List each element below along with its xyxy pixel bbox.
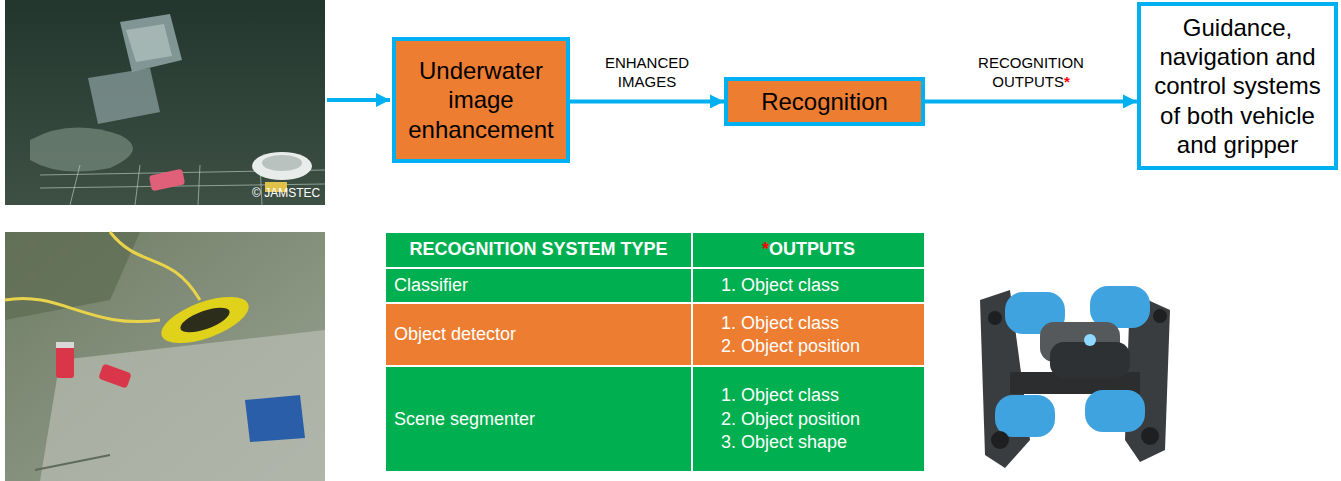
edge-label-box: ENHANCED IMAGES — [581, 54, 713, 92]
table-text: 1. Object class — [721, 312, 916, 335]
rov-illustration-part — [1085, 390, 1145, 432]
test-tank-photo-part — [5, 232, 325, 481]
seafloor-photo-part — [120, 14, 182, 72]
rov-illustration-part — [1040, 322, 1120, 362]
rov-illustration-part — [1141, 427, 1159, 445]
table-text: 3. Object shape — [721, 431, 916, 454]
table-text: Classifier — [394, 274, 683, 297]
rov-illustration — [980, 286, 1170, 468]
seafloor-photo-part — [88, 68, 160, 124]
box-label: Recognition — [753, 87, 896, 116]
edge-label-box: RECOGNITION OUTPUTS* — [965, 54, 1097, 92]
output-box: Guidance, navigation and control systems… — [1137, 2, 1338, 170]
table-cell: Scene segmenter — [385, 366, 692, 472]
recognition-table: RECOGNITION SYSTEM TYPE *OUTPUTS Classifie… — [385, 232, 925, 472]
cell-line: *OUTPUTS — [701, 238, 916, 261]
test-tank-photo-part — [98, 363, 132, 388]
rov-illustration-part — [991, 431, 1009, 449]
cell-line: RECOGNITION SYSTEM TYPE — [394, 238, 683, 261]
test-tank-photo-part — [156, 287, 255, 352]
rov-illustration-part — [1050, 342, 1130, 378]
table-text: 1. Object class — [721, 274, 916, 297]
test-tank-photo-part — [177, 303, 232, 338]
rov-illustration-part — [1090, 286, 1150, 328]
test-tank-photo-part — [40, 330, 325, 481]
input-arrow — [327, 98, 390, 102]
table-cell: 1. Object class2. Object position3. Obje… — [692, 366, 925, 472]
rov-illustration-part — [995, 395, 1055, 437]
rov-illustration-part — [988, 311, 1002, 325]
test-tank-photo-part — [56, 342, 74, 378]
process-box: Underwater image enhancement — [392, 37, 570, 163]
table-text: 2. Object position — [721, 408, 916, 431]
seafloor-photo-part — [40, 165, 325, 205]
table-text: * — [762, 239, 769, 259]
seafloor-photo-part — [262, 155, 302, 171]
table-text: Scene segmenter — [394, 408, 683, 431]
seafloor-photo-part — [126, 24, 172, 62]
seafloor-photo-part — [30, 128, 133, 172]
table-cell: RECOGNITION SYSTEM TYPE — [385, 232, 692, 268]
table-text: 1. Object class — [721, 384, 916, 407]
rov-illustration-part — [1010, 372, 1140, 394]
box-label: Underwater image enhancement — [396, 56, 566, 144]
test-tank-photo-part — [56, 342, 74, 348]
test-tank-photo-part — [35, 455, 110, 470]
edge-label: ENHANCED IMAGES — [605, 54, 689, 90]
rov-illustration-part — [1153, 309, 1167, 323]
seafloor-photo — [5, 0, 325, 205]
table-cell: Classifier — [385, 268, 692, 303]
box-label: Guidance, navigation and control systems… — [1141, 13, 1334, 159]
table-text: RECOGNITION SYSTEM TYPE — [409, 239, 667, 259]
rov-illustration-part — [1084, 334, 1096, 346]
table-text: 2. Object position — [721, 335, 916, 358]
footnote-mark: * — [1064, 73, 1070, 90]
test-tank-photo-part — [5, 232, 200, 322]
table-cell: Object detector — [385, 303, 692, 366]
seafloor-photo-part — [252, 152, 312, 180]
rov-illustration-part — [1125, 292, 1170, 462]
rov-illustration-part — [980, 290, 1030, 468]
table-cell: 1. Object class — [692, 268, 925, 303]
table-cell: *OUTPUTS — [692, 232, 925, 268]
process-box: Recognition — [724, 77, 925, 126]
test-tank-photo-part — [245, 395, 305, 442]
table-text: OUTPUTS — [769, 239, 855, 259]
test-tank-photo — [5, 232, 325, 481]
watermark: © JAMSTEC — [252, 186, 320, 200]
seafloor-photo-part — [149, 169, 186, 192]
flow-arrow — [570, 99, 724, 103]
flow-arrow — [925, 99, 1137, 103]
seafloor-photo-part — [5, 0, 325, 205]
table-cell: 1. Object class2. Object position — [692, 303, 925, 366]
test-tank-photo-part — [5, 232, 140, 320]
table-text: Object detector — [394, 323, 683, 346]
rov-illustration-part — [1005, 292, 1065, 334]
